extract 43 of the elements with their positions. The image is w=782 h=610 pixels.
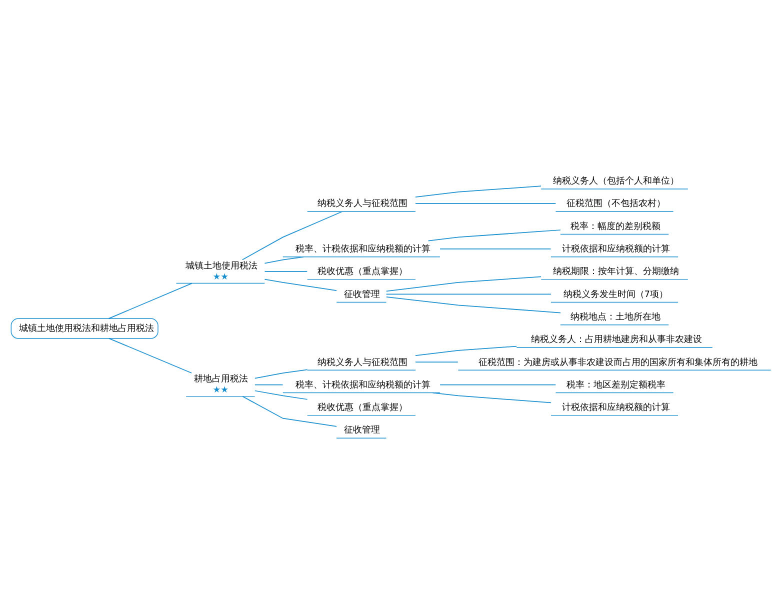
connector [242,210,342,260]
node-text: 税率、计税依据和应纳税额的计算 [296,244,431,254]
connector [264,270,308,272]
connector [440,384,556,385]
connector [108,282,192,319]
node-text: 纳税义务人与征税范围 [318,357,408,368]
node-text: 计税依据和应纳税额的计算 [562,402,670,413]
node-text: 税收优惠（重点掌握） [318,402,408,413]
connector [415,361,458,362]
connector [264,278,337,290]
node-text: 纳税义务人：占用耕地建房和从事非农建设 [531,334,702,345]
node-text: 征收管理 [344,425,380,436]
connector [242,396,337,426]
node-text: 征税范围：为建房或从事非农建设而占用的国家所有和集体所有的耕地 [478,357,758,368]
node-text: 税率：幅度的差别税额 [570,221,661,232]
connector [254,384,284,385]
node-text: 纳税地点：土地所在地 [570,312,661,322]
node-box: 城镇土地使用税法和耕地占用税法 [10,318,158,338]
connector [428,229,561,241]
connector [254,390,308,400]
connector [254,368,308,378]
connector [264,256,304,264]
node-text: 纳税期限：按年计算、分期缴纳 [553,266,680,277]
node-text: 纳税义务人（包括个人和单位） [553,176,680,186]
node-text: 纳税义务发生时间（7项） [563,289,668,300]
node-text: 城镇土地使用税法 ★★ [185,260,258,282]
node-text: 税率、计税依据和应纳税额的计算 [296,380,431,390]
node-text: 征收管理 [344,289,380,300]
connector [108,338,192,373]
connector [415,345,518,356]
connector [386,296,561,313]
connector [432,392,552,403]
node-text: 纳税义务人与征税范围 [318,198,408,209]
node-text: 税收优惠（重点掌握） [318,266,408,277]
node-text: 税率：地区差别定额税率 [566,380,666,390]
connector [415,202,556,204]
connector [386,276,542,292]
node-text: 征税范围（不包括农村） [566,198,666,209]
node-text: 耕地占用税法 ★★ [194,374,248,395]
connector [415,185,542,198]
node-text: 计税依据和应纳税额的计算 [562,244,670,254]
connector [440,248,552,249]
connector [386,293,552,294]
